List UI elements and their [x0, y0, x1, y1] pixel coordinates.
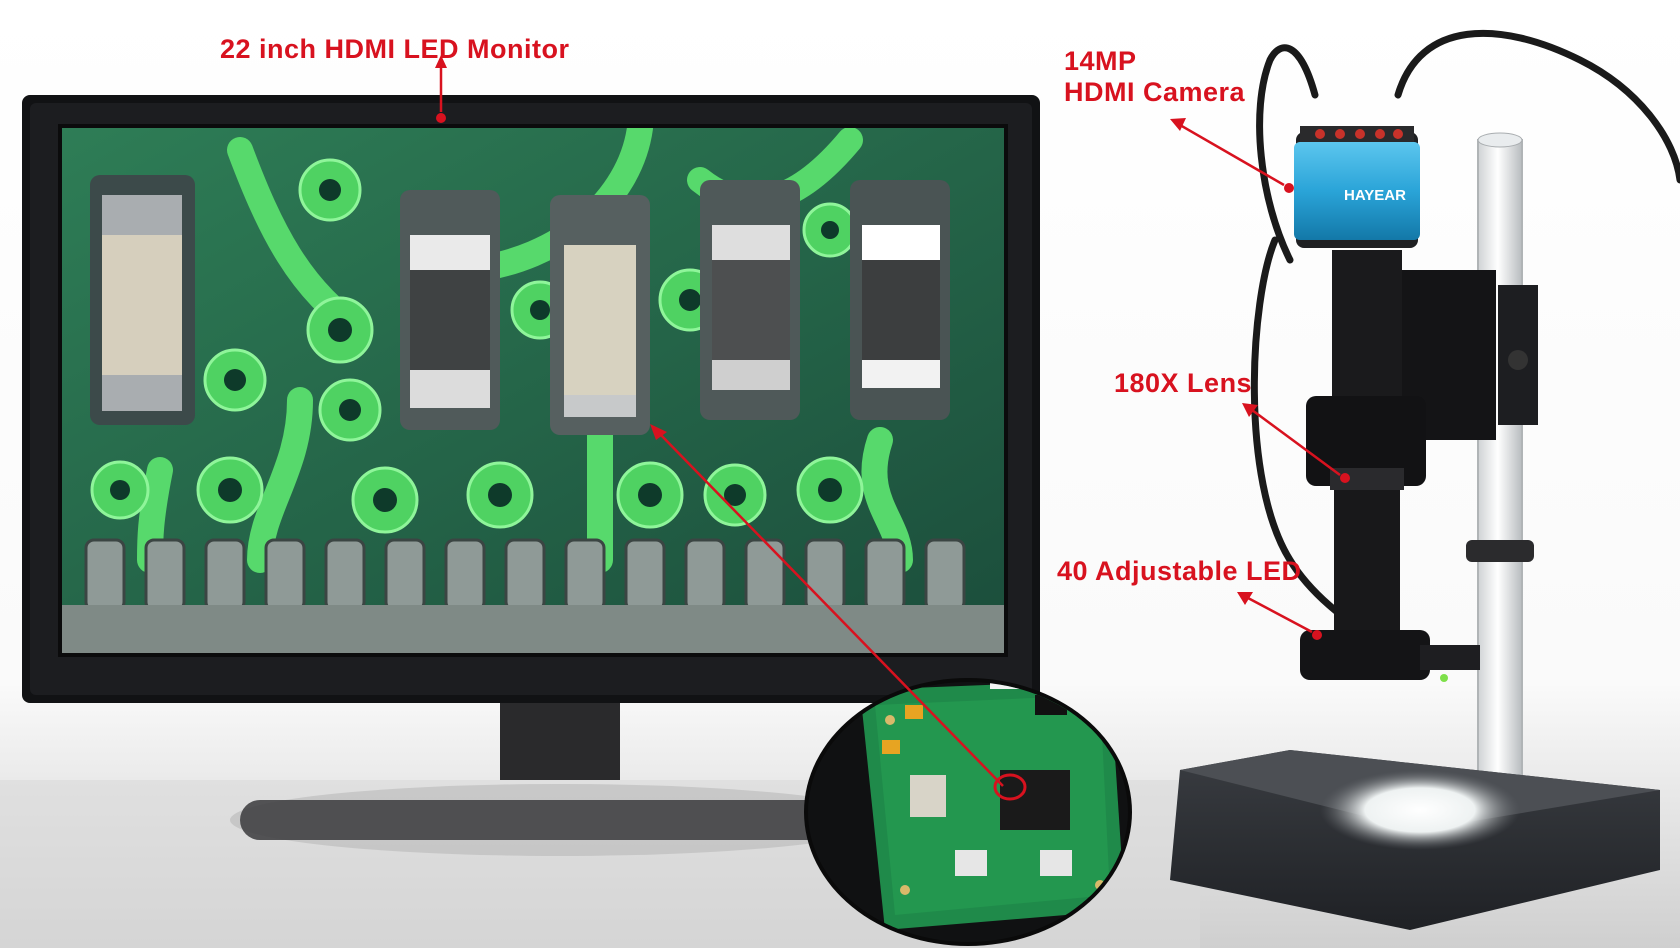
hdmi-camera: HAYEAR: [1294, 126, 1420, 248]
lens-callout: 180X Lens: [1114, 368, 1253, 398]
monitor-screen-pcb-view: [62, 128, 1004, 653]
monitor-callout: 22 inch HDMI LED Monitor: [220, 34, 570, 64]
stand-base: [1170, 750, 1660, 930]
zoom-lens: [1300, 250, 1480, 682]
led-callout: 40 Adjustable LED: [1057, 556, 1302, 586]
monitor-stand: [230, 690, 890, 856]
camera-callout: 14MP HDMI Camera: [1064, 46, 1245, 108]
pin-row: [84, 538, 966, 612]
callout-arrows: [435, 55, 1350, 787]
camera-callout-line2: HDMI Camera: [1064, 77, 1246, 107]
pcb-inset: [804, 678, 1132, 946]
camera-brand-text: HAYEAR: [1344, 187, 1406, 204]
smd-resistors: [90, 175, 950, 435]
stand-pillar: [1466, 132, 1534, 801]
camera-callout-line1: 14MP: [1064, 46, 1137, 76]
